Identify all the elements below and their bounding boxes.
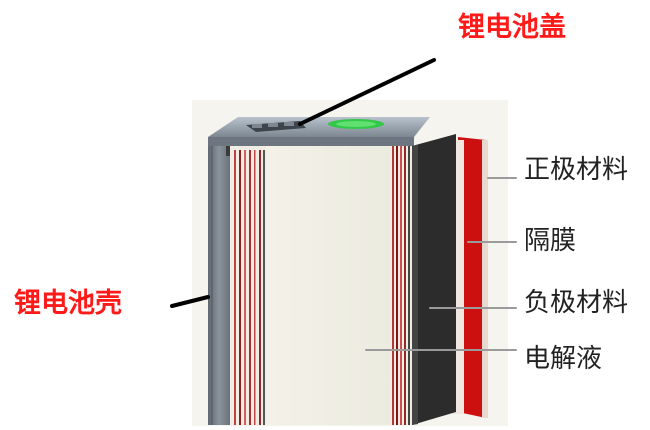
cathode-sheet (458, 137, 486, 418)
unrolled-layers (412, 134, 488, 425)
electrolyte-core (266, 146, 390, 425)
label-battery-shell: 锂电池壳 (14, 288, 122, 319)
anode-sheet (412, 134, 456, 425)
label-negative-material: 负极材料 (524, 288, 629, 318)
battery-shell (208, 137, 230, 425)
label-separator: 隔膜 (524, 226, 577, 256)
leader-lines (170, 58, 517, 351)
label-battery-cap: 锂电池盖 (458, 12, 566, 43)
leader-shell (170, 295, 210, 308)
electrode-layers-right (390, 146, 412, 425)
label-electrolyte: 电解液 (524, 344, 603, 374)
electrode-layers-left (230, 146, 266, 425)
label-positive-material: 正极材料 (524, 155, 629, 185)
leader-cap (298, 58, 436, 126)
